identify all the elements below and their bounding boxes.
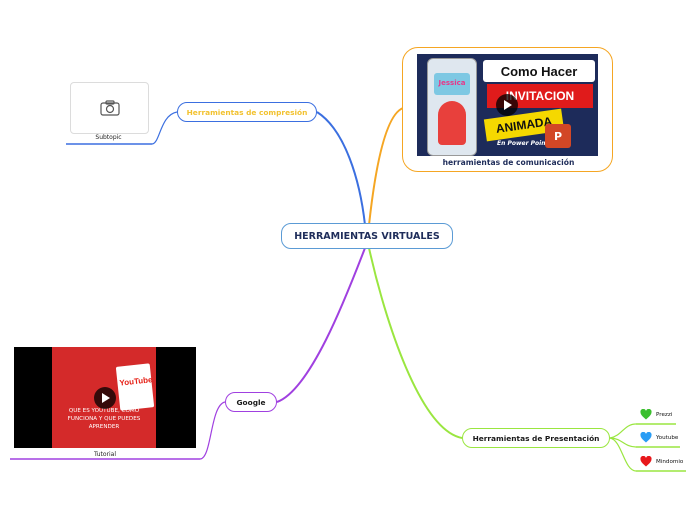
- communication-caption: herramientas de comunicación: [442, 158, 575, 167]
- thumb-title-line4: En Power Point: [497, 140, 549, 147]
- powerpoint-icon: P: [545, 124, 571, 148]
- play-icon[interactable]: [496, 94, 518, 116]
- link-google: [276, 247, 366, 403]
- blue-heart-icon: [640, 432, 652, 443]
- green-heart-icon: [640, 409, 652, 420]
- link-communication: [368, 107, 404, 226]
- play-icon[interactable]: [94, 387, 116, 409]
- thumb-title-line1: Como Hacer: [483, 60, 595, 82]
- phone-name-text: Jessica: [438, 79, 466, 87]
- link-compression: [316, 111, 366, 226]
- video-thumbnail-tutorial[interactable]: YouTube QUE ES YOUTUBE, COMO FUNCIONA Y …: [14, 347, 196, 448]
- subtopic-label: Subtopic: [95, 134, 122, 141]
- leaf-youtube[interactable]: Youtube: [640, 432, 678, 443]
- central-topic[interactable]: HERRAMIENTAS VIRTUALES: [281, 223, 453, 249]
- leaf-label: Mindomio: [656, 458, 684, 465]
- red-heart-icon: [640, 456, 652, 467]
- leaf-prezzi[interactable]: Prezzi: [640, 409, 672, 420]
- phone-mockup: Jessica: [427, 58, 477, 156]
- leaf-mindomio[interactable]: Mindomio: [640, 456, 683, 467]
- youtube-logo-text: YouTube: [119, 375, 153, 388]
- subtopic-image-placeholder[interactable]: [70, 82, 149, 134]
- topic-herramientas-de-presentacion[interactable]: Herramientas de Presentación: [462, 428, 610, 448]
- leaf-label: Youtube: [656, 434, 679, 441]
- leaf-label: Prezzi: [656, 411, 673, 418]
- topic-herramientas-de-compresion[interactable]: Herramientas de compresión: [177, 102, 317, 122]
- topic-herramientas-de-comunicacion[interactable]: Jessica Como Hacer INVITACION ANIMADA En…: [402, 47, 613, 172]
- link-presentation: [368, 247, 463, 439]
- thumbnail-caption-text: QUE ES YOUTUBE, COMO FUNCIONA Y QUE PUED…: [67, 408, 141, 430]
- camera-icon: [99, 100, 120, 116]
- topic-google[interactable]: Google: [225, 392, 277, 412]
- video-thumbnail-invitacion[interactable]: Jessica Como Hacer INVITACION ANIMADA En…: [417, 54, 598, 156]
- link-tutorial: [199, 401, 226, 460]
- youtube-card: YouTube: [115, 363, 155, 411]
- link-subtopic: [151, 111, 178, 145]
- tutorial-caption: Tutorial: [93, 451, 117, 458]
